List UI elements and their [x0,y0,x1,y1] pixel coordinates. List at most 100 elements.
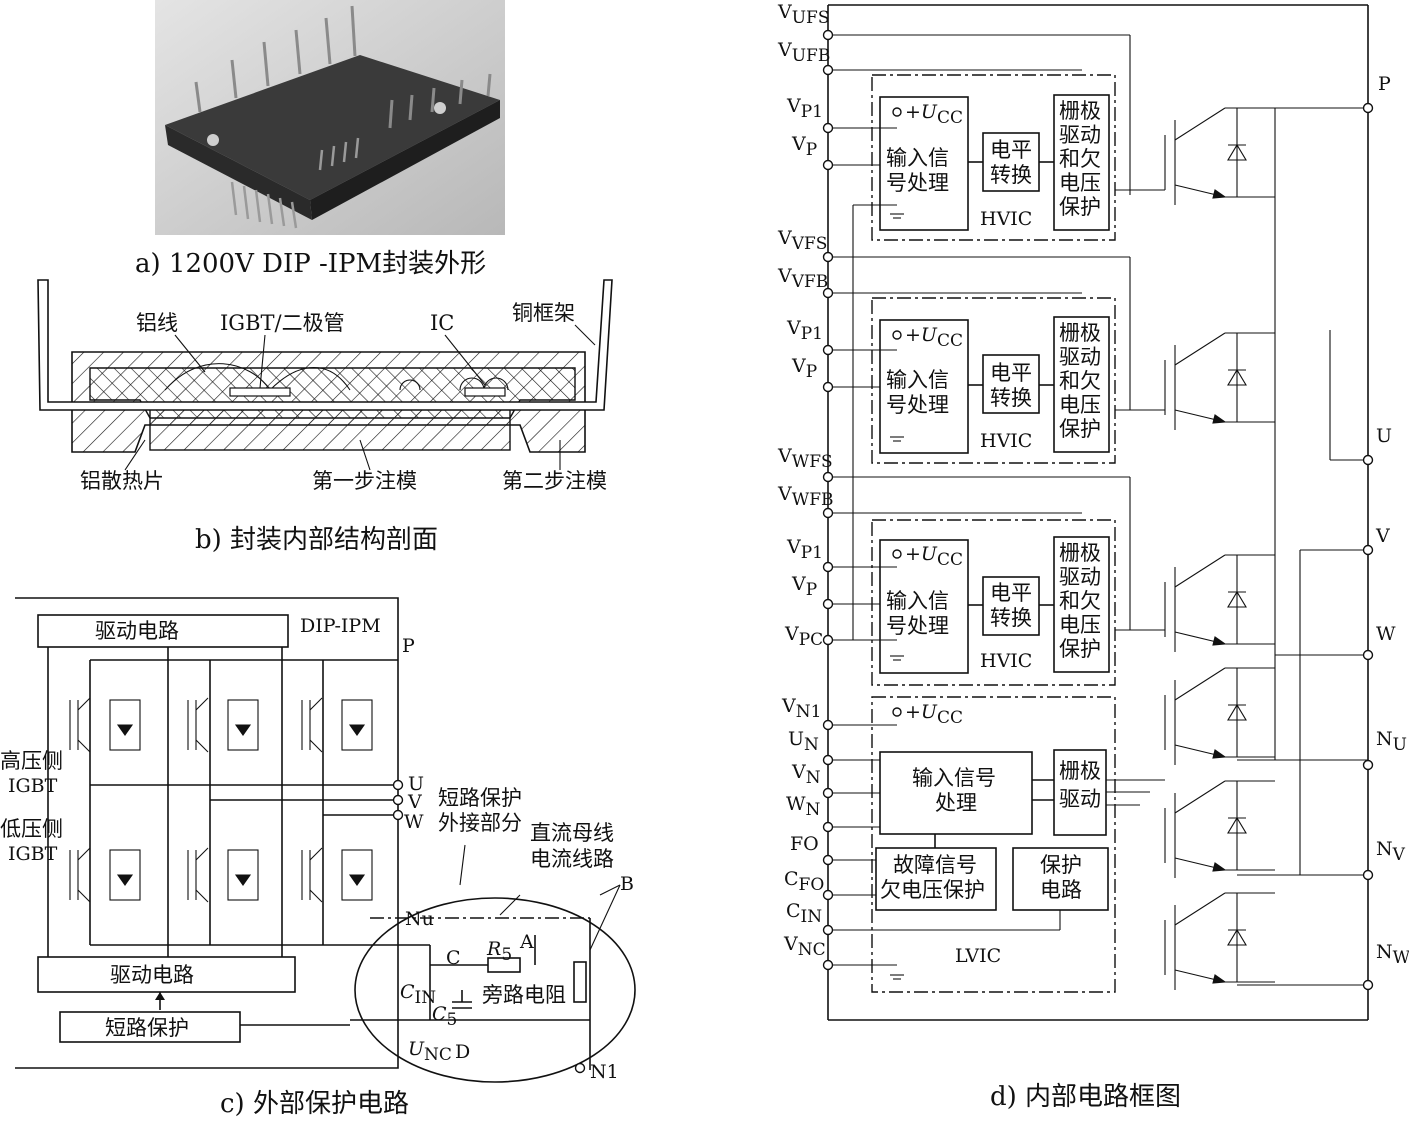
hvic-block-u [871,74,1116,241]
svg-text:栅极: 栅极 [1059,321,1101,345]
svg-text:保护: 保护 [1059,417,1101,441]
svg-text:VWFB: VWFB [777,483,834,510]
svg-text:和欠: 和欠 [1059,147,1101,171]
hvic-block-v [871,297,1116,464]
label-mold-1: 第一步注模 [312,469,417,493]
svg-text:VN: VN [791,761,821,788]
svg-text:+UCC: +UCC [905,324,963,351]
igbt-stack [1106,107,1368,991]
label-n1: N1 [590,1061,619,1083]
svg-text:VP: VP [791,133,817,160]
svg-text:VUFB: VUFB [777,39,830,66]
right-pin-labels: P U V W NU NV NW [1375,73,1409,968]
label-u: U [408,773,424,795]
right-terminals [1362,102,1374,991]
label-drive-top: 驱动电路 [95,619,179,643]
left-pin-labels: VUFS VUFB VP1 VP VVFS VVFB VP1 VP VWFS V… [777,1,834,960]
svg-text:栅极: 栅极 [1059,99,1101,123]
label-sc-ext-1: 短路保护 [438,786,522,810]
svg-text:HVIC: HVIC [980,208,1032,230]
caption-c: c) 外部保护电路 [220,1089,409,1119]
svg-text:LVIC: LVIC [955,945,1001,967]
label-p: P [402,635,415,657]
hvic-block-w [871,519,1116,686]
label-ic: IC [430,311,454,335]
svg-text:WN: WN [786,793,821,820]
lvic-labels: +UCC 输入信号 处理 栅极 驱动 故障信号 欠电压保护 保护 电路 LVIC [880,701,1101,967]
label-c5: C5 [432,1003,457,1030]
svg-text:电压: 电压 [1059,393,1101,417]
svg-text:故障信号: 故障信号 [893,853,977,877]
svg-text:电平: 电平 [990,361,1032,385]
svg-text:UN: UN [788,728,819,755]
label-unc: UNC [408,1038,452,1065]
svg-text:驱动: 驱动 [1059,565,1101,589]
label-w: W [404,811,424,833]
label-c: C [446,947,461,969]
svg-text:VN1: VN1 [781,695,821,722]
svg-text:VVFS: VVFS [777,227,827,254]
svg-text:输入信: 输入信 [886,589,949,613]
svg-text:转换: 转换 [990,163,1032,187]
svg-text:VNC: VNC [783,933,826,960]
svg-text:保护: 保护 [1040,853,1082,877]
svg-text:号处理: 号处理 [886,393,949,417]
label-hv-igbt-1: 高压侧 [0,749,63,773]
caption-a: a) 1200V DIP -IPM封装外形 [135,249,486,279]
svg-text:P: P [1378,73,1391,95]
label-dc-bus-2: 电流线路 [530,847,614,871]
svg-text:输入信号: 输入信号 [912,766,996,790]
svg-text:欠电压保护: 欠电压保护 [880,878,985,902]
svg-text:电平: 电平 [990,138,1032,162]
svg-text:VP1: VP1 [786,536,823,563]
hvic-v-labels: +UCC 输入信 号处理 电平 转换 栅极 驱动 和欠 电压 保护 HVIC [886,321,1101,452]
hvic-u-labels: +UCC 输入信 号处理 电平 转换 栅极 驱动 和欠 电压 保护 HVIC [886,99,1101,230]
package-cross-section [37,279,613,471]
label-sc-ext-2: 外接部分 [438,811,522,835]
label-al-heatsink: 铝散热片 [80,469,164,493]
svg-text:驱动: 驱动 [1059,345,1101,369]
svg-text:+UCC: +UCC [905,543,963,570]
svg-text:输入信: 输入信 [886,368,949,392]
label-a: A [519,931,534,953]
svg-text:电压: 电压 [1059,171,1101,195]
svg-text:VVFB: VVFB [777,265,828,292]
hvic-w-labels: +UCC 输入信 号处理 电平 转换 栅极 驱动 和欠 电压 保护 HVIC [886,541,1101,672]
svg-text:VP: VP [791,355,817,382]
label-mold-2: 第二步注模 [502,469,607,493]
svg-text:VUFS: VUFS [777,1,830,28]
svg-text:U: U [1376,425,1392,447]
svg-text:FO: FO [790,833,819,855]
label-nu: Nu [405,908,434,930]
lvic-block [871,696,1116,993]
label-lv-igbt-2: IGBT [8,843,58,865]
label-r5: R5 [486,938,512,965]
svg-text:转换: 转换 [990,386,1032,410]
module-photo [155,0,505,235]
svg-text:电平: 电平 [990,581,1032,605]
caption-d: d) 内部电路框图 [990,1082,1181,1112]
svg-text:驱动: 驱动 [1059,123,1101,147]
svg-text:W: W [1376,623,1396,645]
ground-symbols [890,213,904,980]
svg-text:VP1: VP1 [786,95,823,122]
svg-text:号处理: 号处理 [886,171,949,195]
svg-text:CIN: CIN [786,900,822,927]
label-cin: CIN [400,981,436,1008]
label-igbt-diode: IGBT/二极管 [220,311,345,335]
label-dc-bus-1: 直流母线 [530,821,614,845]
svg-text:保护: 保护 [1059,195,1101,219]
label-b: B [620,873,634,895]
caption-b: b) 封装内部结构剖面 [195,525,438,555]
svg-text:NU: NU [1376,728,1407,755]
svg-text:VPC: VPC [784,623,823,650]
label-al-wire: 铝线 [136,311,178,335]
label-v: V [407,791,422,813]
svg-text:驱动: 驱动 [1059,787,1101,811]
label-sc-prot: 短路保护 [105,1016,189,1040]
svg-text:NW: NW [1376,941,1409,968]
label-cu-frame: 铜框架 [512,301,575,325]
svg-text:HVIC: HVIC [980,650,1032,672]
svg-text:栅极: 栅极 [1059,759,1101,783]
svg-text:+UCC: +UCC [905,701,963,728]
